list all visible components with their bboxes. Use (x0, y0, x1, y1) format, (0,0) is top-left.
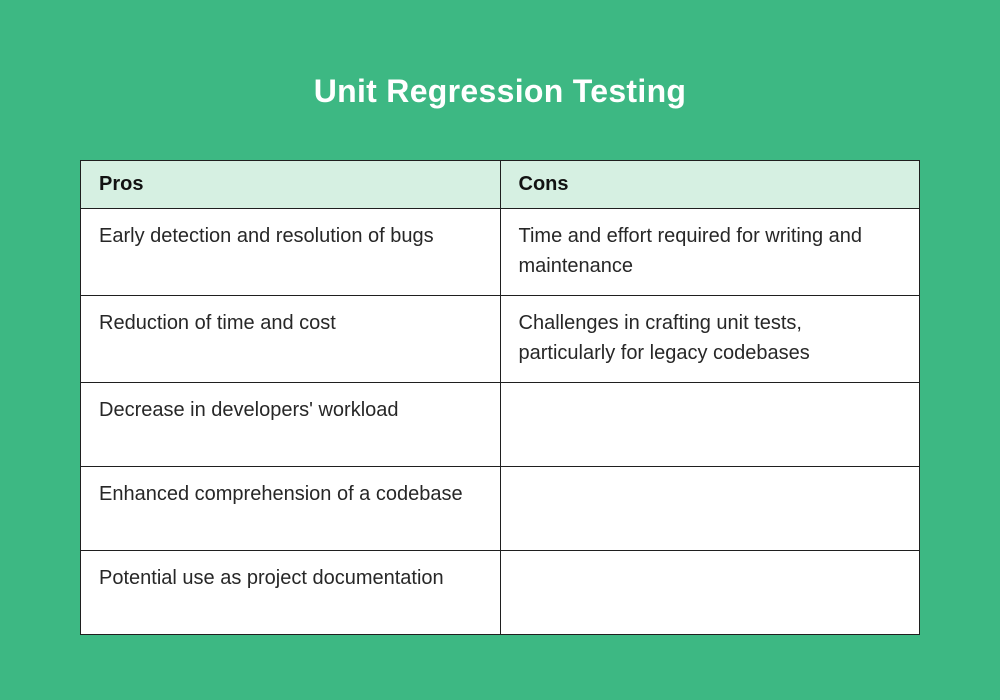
cons-cell (499, 550, 920, 635)
cons-cell: Time and effort required for writing and… (499, 208, 920, 296)
header-row: Pros Cons (80, 160, 920, 209)
cons-cell (499, 466, 920, 551)
page-title: Unit Regression Testing (313, 73, 687, 109)
pros-cell: Early detection and resolution of bugs (80, 208, 501, 296)
table-row: Reduction of time and cost Challenges in… (80, 295, 920, 383)
table-row: Enhanced comprehension of a codebase (80, 466, 920, 551)
table-row: Early detection and resolution of bugs T… (80, 208, 920, 296)
pros-cell: Reduction of time and cost (80, 295, 501, 383)
cons-cell (499, 382, 920, 467)
table-body: Early detection and resolution of bugs T… (80, 208, 920, 635)
table-row: Potential use as project documentation (80, 550, 920, 635)
table-header: Pros Cons (80, 160, 920, 209)
header-cell-cons: Cons (499, 160, 920, 209)
pros-cell: Enhanced comprehension of a codebase (80, 466, 501, 551)
table-row: Decrease in developers' workload (80, 382, 920, 467)
pros-cell: Decrease in developers' workload (80, 382, 501, 467)
header-cell-pros: Pros (80, 160, 501, 209)
pros-cell: Potential use as project documentation (80, 550, 501, 635)
pros-cons-table: Pros Cons Early detection and resolution… (80, 160, 920, 635)
cons-cell: Challenges in crafting unit tests, parti… (499, 295, 920, 383)
